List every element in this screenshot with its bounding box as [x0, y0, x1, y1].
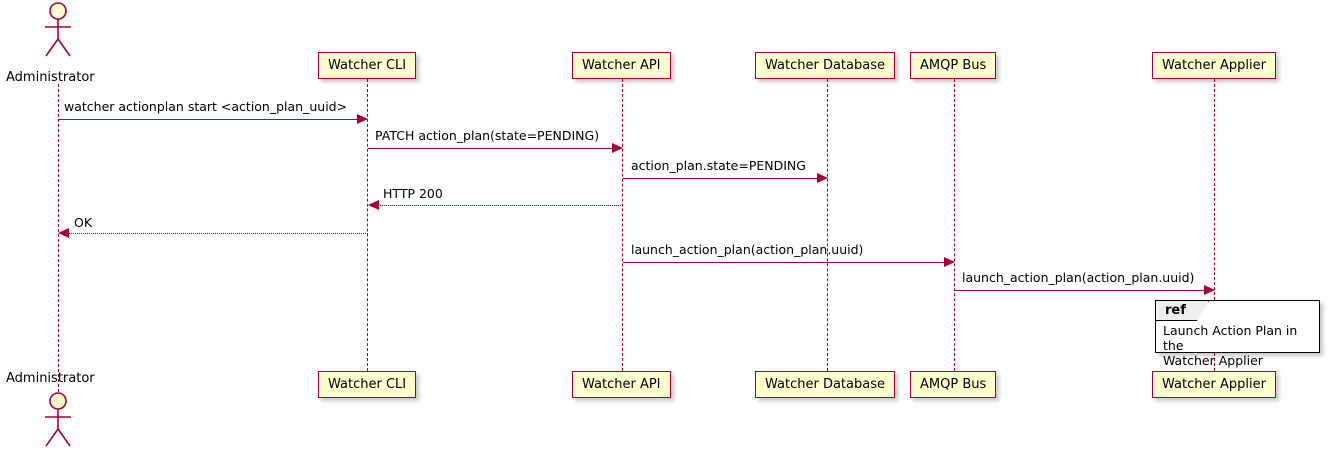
message-label-7: launch_action_plan(action_plan.uuid) [962, 270, 1195, 285]
ref-fragment-text: Launch Action Plan in the Watcher Applie… [1163, 323, 1319, 368]
message-label-1: watcher actionplan start <action_plan_uu… [64, 99, 348, 114]
participant-watcher-cli-top[interactable]: Watcher CLI [318, 52, 417, 79]
message-arrow-7 [955, 290, 1205, 291]
participant-watcher-applier-bottom[interactable]: Watcher Applier [1152, 371, 1276, 398]
message-label-3: action_plan.state=PENDING [631, 158, 806, 173]
lifeline-watcher-cli [367, 79, 368, 371]
message-label-6: launch_action_plan(action_plan.uuid) [631, 242, 864, 257]
message-arrow-5 [69, 233, 368, 234]
message-arrow-6 [623, 262, 945, 263]
participant-watcher-database-top[interactable]: Watcher Database [755, 52, 895, 79]
ref-fragment: ref Launch Action Plan in the Watcher Ap… [1155, 300, 1320, 368]
lifeline-amqp-bus [954, 79, 955, 371]
message-arrowhead-5 [58, 228, 69, 238]
actor-label-top: Administrator [6, 70, 95, 85]
actor-label-bottom: Administrator [6, 371, 95, 386]
participant-amqp-bus-top[interactable]: AMQP Bus [910, 52, 997, 79]
message-arrowhead-4 [368, 200, 379, 210]
message-arrowhead-3 [817, 173, 828, 183]
lifeline-watcher-applier-upper [1214, 79, 1215, 300]
lifeline-watcher-database [827, 79, 828, 371]
message-arrow-1 [58, 119, 358, 120]
lifeline-watcher-api [622, 79, 623, 371]
participant-watcher-api-bottom[interactable]: Watcher API [572, 371, 671, 398]
message-label-5: OK [74, 215, 93, 230]
message-arrowhead-2 [612, 143, 623, 153]
message-arrowhead-7 [1204, 285, 1215, 295]
participant-watcher-applier-top[interactable]: Watcher Applier [1152, 52, 1276, 79]
message-arrow-2 [368, 148, 613, 149]
ref-fragment-text-line1: Launch Action Plan in the [1163, 323, 1298, 353]
message-arrowhead-1 [357, 114, 368, 124]
message-label-2: PATCH action_plan(state=PENDING) [375, 128, 600, 143]
participant-amqp-bus-bottom[interactable]: AMQP Bus [910, 371, 997, 398]
message-arrow-4 [378, 205, 623, 206]
actor-figure-bottom [45, 392, 71, 447]
ref-fragment-text-line2: Watcher Applier [1163, 353, 1263, 368]
message-label-4: HTTP 200 [383, 186, 443, 201]
message-arrowhead-6 [944, 257, 955, 267]
message-arrow-3 [623, 178, 818, 179]
lifeline-watcher-applier-lower [1214, 353, 1215, 371]
ref-fragment-tab-label: ref [1156, 301, 1209, 321]
participant-watcher-api-top[interactable]: Watcher API [572, 52, 671, 79]
participant-watcher-database-bottom[interactable]: Watcher Database [755, 371, 895, 398]
participant-watcher-cli-bottom[interactable]: Watcher CLI [318, 371, 417, 398]
lifeline-administrator [58, 84, 59, 392]
actor-figure-top [45, 2, 71, 57]
